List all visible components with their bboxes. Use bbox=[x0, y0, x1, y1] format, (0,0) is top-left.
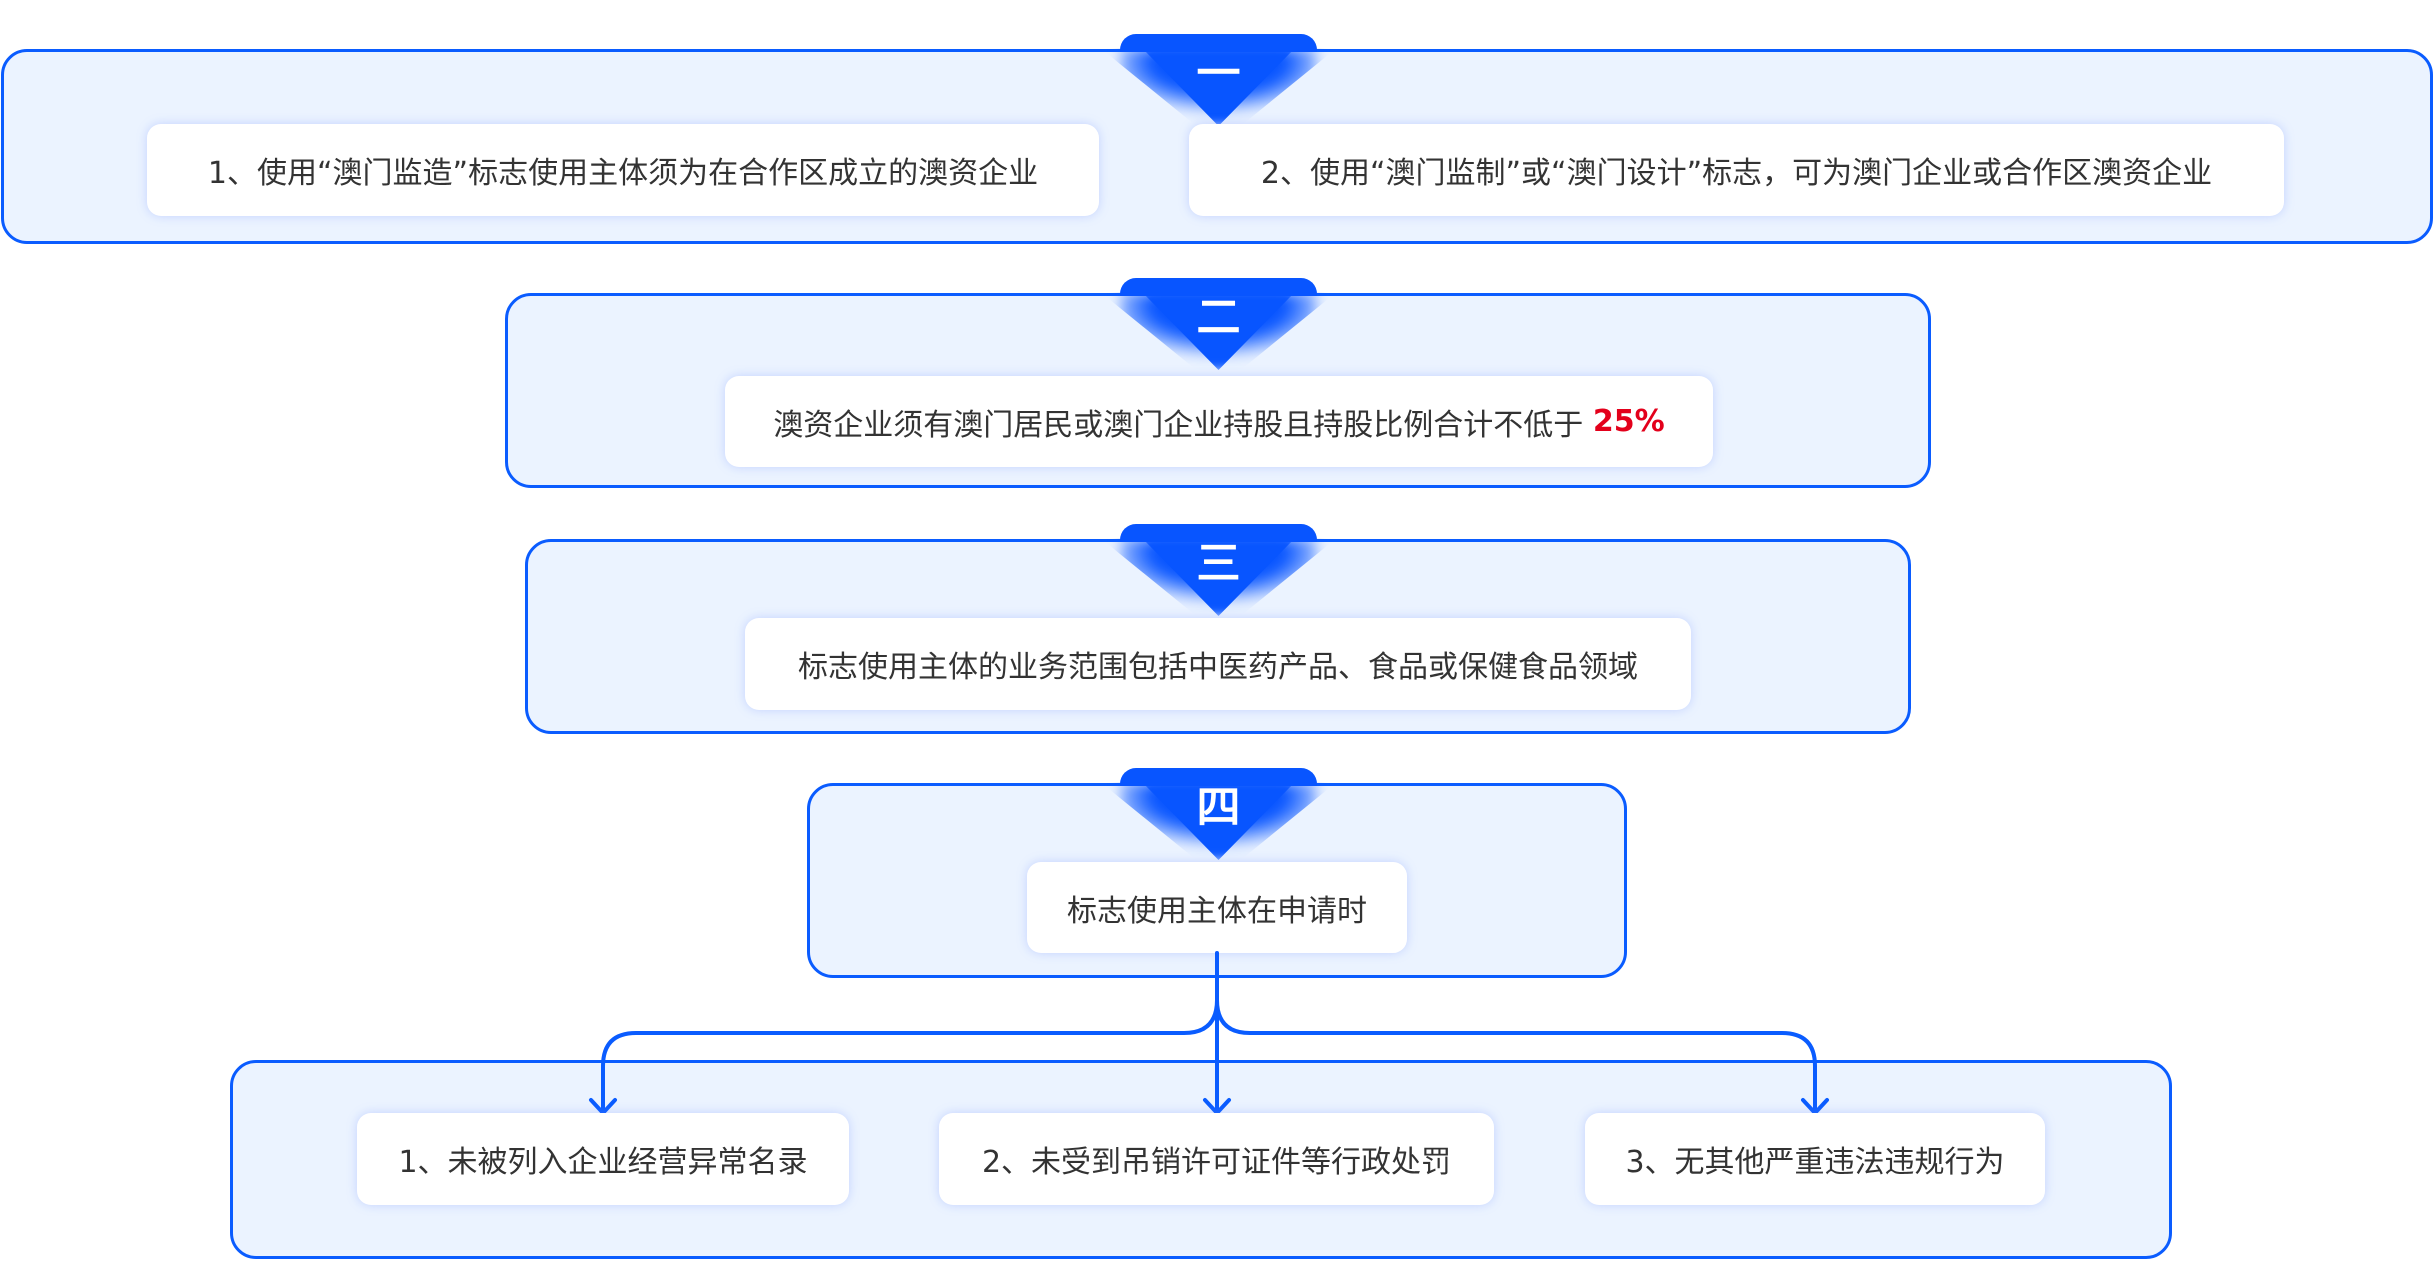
section-1-item-1-text: 1、使用“澳门监造”标志使用主体须为在合作区成立的澳资企业 bbox=[207, 156, 1039, 191]
section-4-item: 标志使用主体在申请时 bbox=[1027, 862, 1407, 953]
condition-card-2: 2、未受到吊销许可证件等行政处罚 bbox=[939, 1113, 1494, 1205]
condition-1-text: 1、未被列入企业经营异常名录 bbox=[398, 1145, 808, 1180]
section-1-item-2: 2、使用“澳门监制”或“澳门设计”标志，可为澳门企业或合作区澳资企业 bbox=[1189, 124, 2284, 216]
condition-card-1: 1、未被列入企业经营异常名录 bbox=[357, 1113, 849, 1205]
section-1-item-1: 1、使用“澳门监造”标志使用主体须为在合作区成立的澳资企业 bbox=[147, 124, 1099, 216]
section-4-item-text: 标志使用主体在申请时 bbox=[1067, 893, 1367, 929]
section-2-tab: 二 bbox=[1120, 278, 1317, 388]
section-3-item-text: 标志使用主体的业务范围包括中医药产品、食品或保健食品领域 bbox=[798, 650, 1638, 685]
section-2-item-text: 澳资企业须有澳门居民或澳门企业持股且持股比例合计不低于 bbox=[773, 407, 1584, 443]
tab-cap bbox=[1120, 768, 1317, 786]
condition-card-3: 3、无其他严重违法违规行为 bbox=[1585, 1113, 2045, 1205]
section-4-number: 四 bbox=[1196, 782, 1241, 833]
condition-2-text: 2、未受到吊销许可证件等行政处罚 bbox=[981, 1145, 1452, 1180]
section-1-number: 一 bbox=[1196, 48, 1241, 99]
tab-cap bbox=[1120, 524, 1317, 542]
section-2-item: 澳资企业须有澳门居民或澳门企业持股且持股比例合计不低于 25% bbox=[725, 376, 1713, 467]
highlight-percentage: 25% bbox=[1592, 404, 1665, 439]
section-1-item-2-text: 2、使用“澳门监制”或“澳门设计”标志，可为澳门企业或合作区澳资企业 bbox=[1260, 156, 2213, 191]
condition-3-text: 3、无其他严重违法违规行为 bbox=[1625, 1145, 2005, 1180]
section-3-number: 三 bbox=[1196, 538, 1241, 589]
section-3-item: 标志使用主体的业务范围包括中医药产品、食品或保健食品领域 bbox=[745, 618, 1691, 710]
section-2-number: 二 bbox=[1196, 292, 1241, 343]
tab-cap bbox=[1120, 34, 1317, 52]
tab-cap bbox=[1120, 278, 1317, 296]
